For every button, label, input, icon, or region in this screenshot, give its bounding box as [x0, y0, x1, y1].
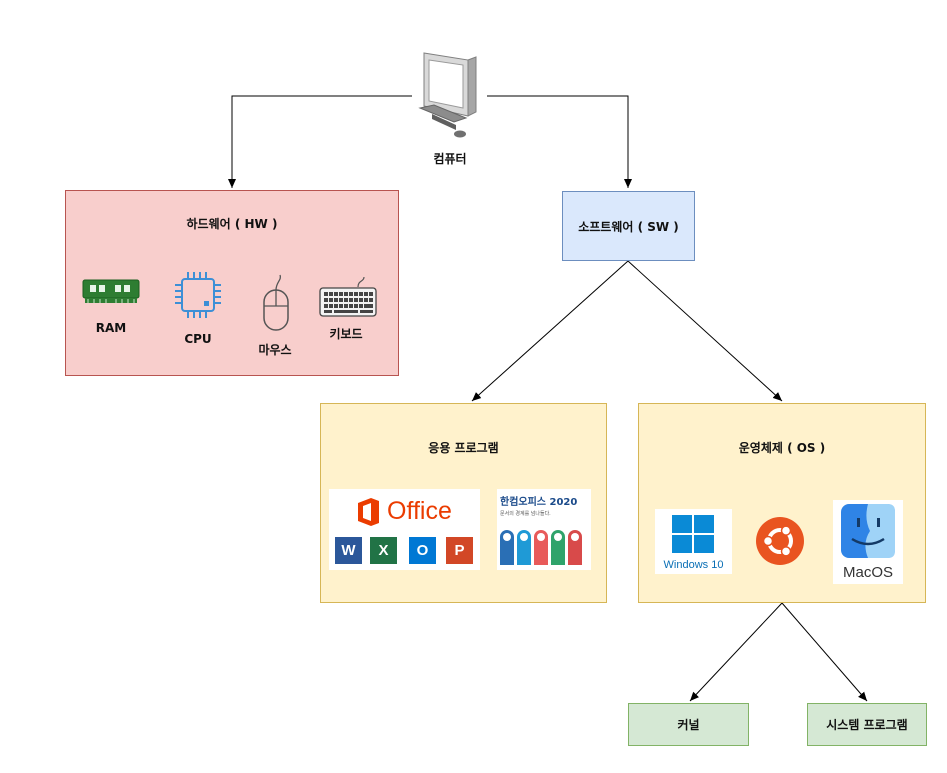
edge-os-system-programs: [781, 602, 868, 702]
applications-title: 응용 프로그램: [428, 441, 499, 455]
desktop-computer-icon: [418, 52, 477, 138]
software-box[interactable]: 소프트웨어 ( SW ): [562, 191, 695, 261]
ubuntu-icon: [756, 517, 804, 565]
windows-icon: [672, 515, 714, 553]
computer-label: 컴퓨터: [433, 152, 467, 166]
hancom-logo: 한컴오피스 2020 문서의 경계를 넘나들다.: [497, 489, 591, 570]
edge-computer-software: [487, 95, 632, 188]
edge-computer-hardware: [228, 95, 412, 188]
cpu-label: CPU: [184, 332, 212, 346]
word-icon: W: [335, 537, 362, 564]
mouse-label: 마우스: [258, 343, 292, 357]
hancom-tagline: 문서의 경계를 넘나들다.: [500, 511, 551, 517]
system-programs-box[interactable]: 시스템 프로그램: [807, 703, 927, 746]
keyboard-icon: [319, 276, 377, 317]
windows-label: Windows 10: [663, 559, 724, 571]
hardware-title: 하드웨어 ( HW ): [186, 217, 278, 231]
mouse-icon: [263, 274, 289, 331]
office-label: Office: [387, 497, 452, 525]
office-icon: [358, 498, 379, 526]
excel-icon: X: [370, 537, 397, 564]
edge-software-applications: [471, 260, 629, 402]
edge-os-kernel: [689, 602, 783, 702]
hancom-apps-icon: [500, 530, 582, 565]
kernel-box[interactable]: 커널: [628, 703, 749, 746]
ram-icon: [82, 279, 140, 303]
ram-label: RAM: [95, 321, 127, 335]
hancom-title: 한컴오피스 2020: [500, 497, 578, 508]
computer-node[interactable]: [410, 48, 490, 138]
cpu-icon: [175, 272, 221, 318]
system-programs-label: 시스템 프로그램: [826, 718, 908, 732]
windows-logo: Windows 10: [655, 509, 732, 574]
os-title: 운영체제 ( OS ): [738, 441, 826, 455]
outlook-icon: O: [409, 537, 436, 564]
software-title: 소프트웨어 ( SW ): [578, 219, 679, 234]
edge-software-os: [627, 260, 783, 402]
office-logo: Office W X O P: [329, 489, 480, 570]
macos-label: MacOS: [842, 564, 893, 581]
finder-icon: [841, 504, 895, 558]
powerpoint-icon: P: [446, 537, 473, 564]
keyboard-label: 키보드: [329, 327, 363, 341]
kernel-label: 커널: [677, 718, 700, 732]
macos-logo: MacOS: [833, 500, 903, 584]
